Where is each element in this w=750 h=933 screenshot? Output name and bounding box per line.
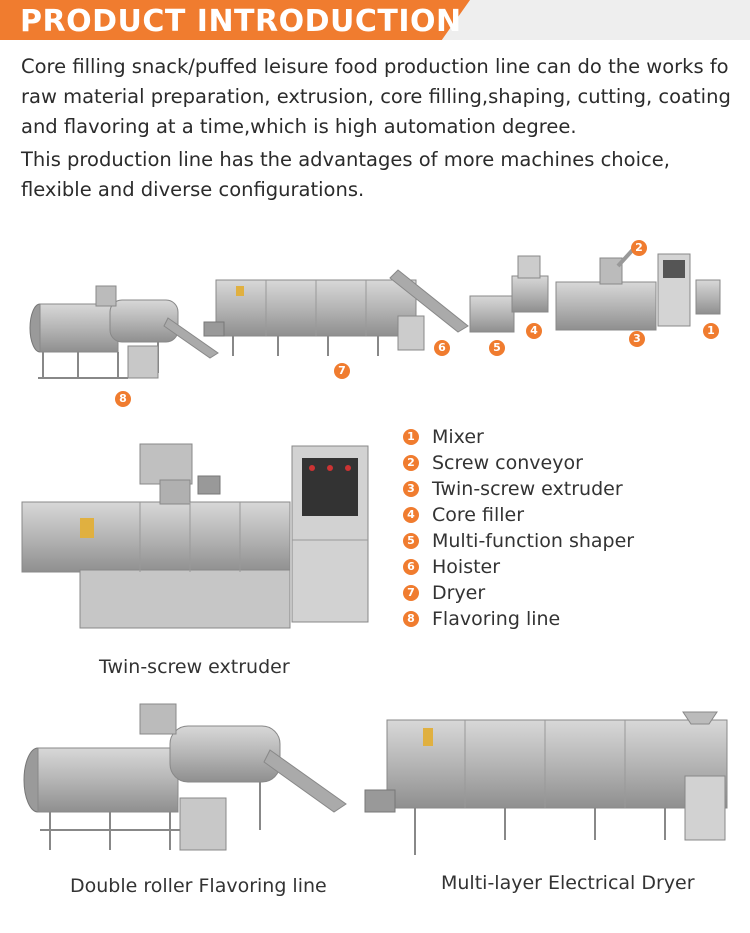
caption-dryer: Multi-layer Electrical Dryer [441,872,695,894]
legend-item: 1 Mixer [403,424,634,450]
marker-5: 5 [489,340,505,356]
marker-6: 6 [434,340,450,356]
legend-item: 6 Hoister [403,554,634,580]
legend-label: Mixer [432,426,484,448]
intro-paragraph-2: This production line has the advantages … [21,148,670,201]
legend-label: Flavoring line [432,608,561,630]
legend-number: 7 [403,585,419,601]
legend-label: Core filler [432,504,525,526]
legend-item: 2 Screw conveyor [403,450,634,476]
legend-number: 4 [403,507,419,523]
caption-extruder: Twin-screw extruder [99,656,290,678]
legend-number: 8 [403,611,419,627]
marker-2: 2 [631,240,647,256]
flavoring-line-image [23,703,347,851]
legend-label: Dryer [432,582,486,604]
legend-number: 6 [403,559,419,575]
banner-tab [0,0,470,40]
legend-item: 5 Multi-function shaper [403,528,634,554]
intro-paragraph-1: Core filling snack/puffed leisure food p… [21,55,731,138]
legend: 1 Mixer 2 Screw conveyor 3 Twin-screw extru… [403,424,634,632]
legend-item: 4 Core filler [403,502,634,528]
legend-label: Twin-screw extruder [432,478,623,500]
legend-item: 7 Dryer [403,580,634,606]
marker-8: 8 [115,391,131,407]
legend-number: 3 [403,481,419,497]
legend-number: 5 [403,533,419,549]
legend-label: Screw conveyor [432,452,583,474]
extruder-image [21,443,369,629]
dryer-image [364,711,728,855]
marker-1: 1 [703,323,719,339]
legend-label: Hoister [432,556,501,578]
marker-4: 4 [526,323,542,339]
production-line-image [29,242,721,379]
page-title: PRODUCT INTRODUCTION [20,4,462,39]
header-banner: PRODUCT INTRODUCTION [0,0,750,40]
legend-label: Multi-function shaper [432,530,635,552]
legend-number: 2 [403,455,419,471]
legend-number: 1 [403,429,419,445]
legend-item: 3 Twin-screw extruder [403,476,634,502]
marker-3: 3 [629,331,645,347]
legend-item: 8 Flavoring line [403,606,634,632]
caption-flavoring: Double roller Flavoring line [70,875,327,897]
marker-7: 7 [334,363,350,379]
